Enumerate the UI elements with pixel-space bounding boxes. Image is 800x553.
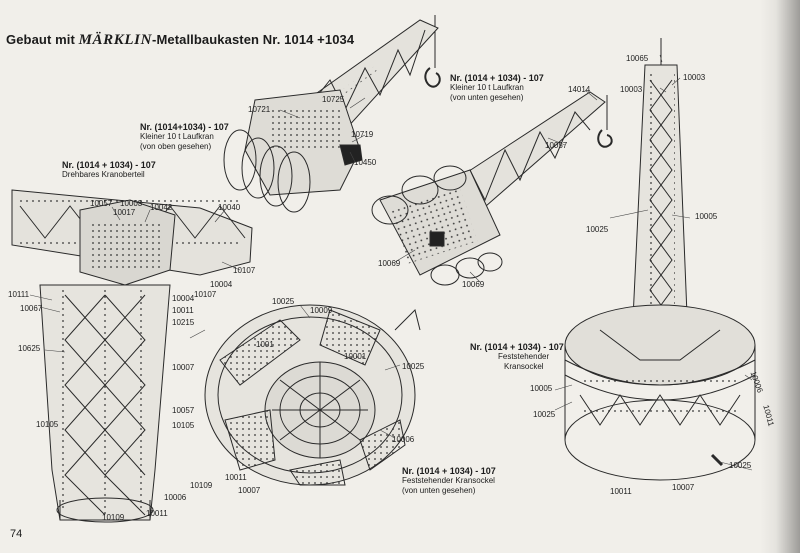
part-label: 10011 [172, 306, 194, 315]
caption-subtitle: Kleiner 10 t Laufkran [140, 132, 214, 141]
part-label: 10006 [392, 435, 415, 444]
part-label: 10069 [378, 259, 401, 268]
part-label: 10004 [172, 294, 195, 303]
page-heading: Gebaut mit MÄRKLIN-Metallbaukasten Nr. 1… [6, 32, 354, 49]
part-label: 10025 [586, 225, 609, 234]
caption-subtitle: Kleiner 10 t Laufkran [450, 83, 524, 92]
part-label: 10009 [310, 306, 333, 315]
caption-title: Nr. (1014 + 1034) - 107 [62, 160, 156, 170]
part-label: 10109 [102, 513, 125, 522]
part-label: 10719 [351, 130, 374, 139]
part-label: 10011 [225, 473, 247, 482]
part-label: 10057 [90, 199, 113, 208]
part-label: 10004 [210, 280, 233, 289]
brand-name: MÄRKLIN [78, 32, 153, 48]
part-label: 10007 [238, 486, 261, 495]
part-label: 10107 [233, 266, 256, 275]
part-label: 10042 [150, 203, 173, 212]
part-label: 10011 [610, 487, 632, 496]
part-label: 10111 [8, 290, 30, 299]
part-label: 10721 [248, 105, 271, 114]
part-label: 10006 [164, 493, 187, 502]
part-label: 10450 [354, 158, 377, 167]
part-label: 10069 [462, 280, 485, 289]
laufkran-oben-drawing [223, 15, 441, 213]
laufkran-unten-drawing [371, 91, 613, 286]
page-number: 74 [10, 528, 23, 540]
caption-title: Nr. (1014 + 1034) - 107 [450, 73, 544, 83]
part-label: 10057 [545, 141, 568, 150]
heading-suffix: -Metallbaukasten Nr. 1014 +1034 [152, 32, 355, 47]
part-label: 1001 [256, 340, 274, 349]
caption-subtitle-2: (von oben gesehen) [140, 142, 212, 151]
kransockel-tower-drawing [564, 38, 756, 481]
caption-subtitle: Feststehender [498, 352, 550, 361]
part-label: 10105 [172, 421, 195, 430]
part-label: 10003 [120, 199, 143, 208]
caption-subtitle-2: (von unten gesehen) [450, 93, 524, 102]
caption-laufkran-unten: Nr. (1014 + 1034) - 107 Kleiner 10 t Lau… [450, 73, 544, 103]
part-label: 10025 [272, 297, 295, 306]
part-label: 10107 [194, 290, 217, 299]
caption-subtitle: Feststehender Kransockel [402, 476, 495, 485]
part-label: 10067 [20, 304, 43, 313]
part-label: 10725 [322, 95, 345, 104]
part-label: 10005 [530, 384, 553, 393]
caption-subtitle: Drehbares Kranoberteil [62, 170, 145, 179]
part-label: 10057 [172, 406, 195, 415]
caption-title: Nr. (1014+1034) - 107 [140, 122, 229, 132]
part-label: 10040 [218, 203, 241, 212]
part-label: 10109 [190, 481, 213, 490]
part-label: 10005 [695, 212, 718, 221]
caption-kransockel-unten: Nr. (1014 + 1034) - 107 Feststehender Kr… [402, 466, 496, 496]
part-label: 10025 [533, 410, 556, 419]
part-label: 10025 [402, 362, 425, 371]
caption-laufkran-oben: Nr. (1014+1034) - 107 Kleiner 10 t Laufk… [140, 122, 229, 152]
caption-subtitle-2: (von unten gesehen) [402, 486, 476, 495]
caption-kransockel: Nr. (1014 + 1034) - 107 Feststehender Kr… [470, 342, 564, 372]
part-label: 10625 [18, 344, 41, 353]
part-label: 10003 [620, 85, 643, 94]
part-label: 10007 [672, 483, 695, 492]
part-label: 10011 [146, 509, 168, 518]
part-label: 10017 [113, 208, 136, 217]
caption-subtitle-2: Kransockel [504, 362, 544, 371]
part-label: 10003 [683, 73, 706, 82]
heading-prefix: Gebaut mit [6, 32, 75, 47]
part-label: 10065 [626, 54, 649, 63]
leader-lines [29, 54, 753, 471]
part-label: 10025 [729, 461, 752, 470]
caption-title: Nr. (1014 + 1034) - 107 [402, 466, 496, 476]
part-label: 10105 [36, 420, 59, 429]
caption-kranoberteil: Nr. (1014 + 1034) - 107 Drehbares Kranob… [62, 160, 156, 180]
kransockel-unten-drawing [204, 304, 421, 486]
caption-title: Nr. (1014 + 1034) - 107 [470, 342, 564, 352]
part-label: 10007 [172, 363, 195, 372]
part-label: 14014 [568, 85, 591, 94]
part-label: 10215 [172, 318, 195, 327]
part-label: 10001 [344, 352, 367, 361]
drehbares-kranoberteil-drawing [11, 189, 253, 523]
